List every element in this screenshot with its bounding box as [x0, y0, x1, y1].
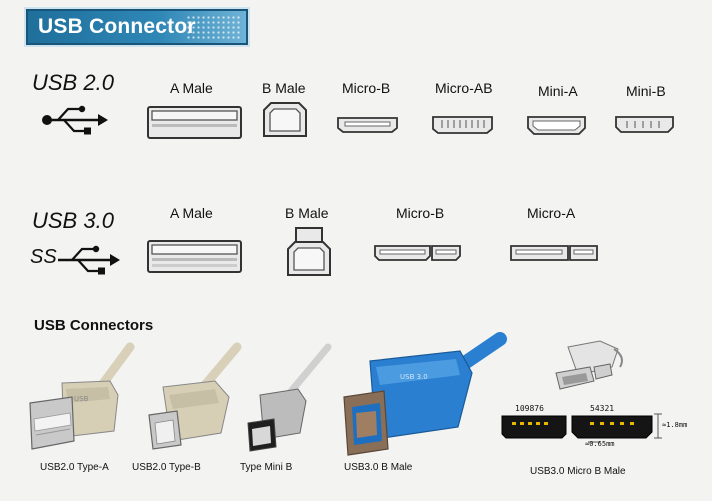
usb2-mini-a-shape: [527, 116, 586, 135]
usb2-label-mini-a: Mini-A: [538, 83, 578, 99]
usb2-type-a-plug-illustration: USB: [29, 342, 135, 450]
usb3-version-label: USB 3.0: [32, 208, 114, 233]
caption-usb2-type-a: USB2.0 Type-A: [40, 462, 109, 473]
svg-text:USB: USB: [74, 395, 89, 403]
usb-superspeed-trident-icon: [58, 245, 120, 275]
usb3-label-micro-b: Micro-B: [396, 205, 445, 221]
pin-numbers-right: 54321: [590, 404, 615, 413]
caption-type-mini-b: Type Mini B: [240, 462, 293, 473]
usb2-type-b-plug-illustration: [148, 342, 242, 450]
usb3-label-a-male: A Male: [170, 205, 213, 221]
usb2-label-b-male: B Male: [262, 80, 306, 96]
usb2-b-male-shape: [263, 102, 307, 137]
usb2-micro-b-shape: [337, 117, 398, 133]
pin-numbers-left: 109876: [515, 404, 544, 413]
usb2-label-micro-b: Micro-B: [342, 80, 391, 96]
usb2-label-micro-ab: Micro-AB: [435, 80, 493, 96]
usb3-label-b-male: B Male: [285, 205, 329, 221]
caption-usb2-type-b: USB2.0 Type-B: [132, 462, 201, 473]
usb3-b-male-shape: [287, 227, 331, 276]
usb3-a-male-shape: [147, 240, 242, 273]
page-title: USB Connector: [38, 15, 196, 38]
usb3-micro-a-shape: [510, 245, 598, 261]
title-banner: USB Connector: [26, 9, 248, 45]
usb2-micro-ab-shape: [432, 116, 493, 134]
usb2-a-male-shape: [147, 106, 242, 139]
caption-usb3-b-male: USB3.0 B Male: [344, 462, 413, 473]
usb3-label-micro-a: Micro-A: [527, 205, 576, 221]
usb3-micro-b-shape: [374, 245, 461, 261]
usb-mini-b-plug-illustration: [247, 343, 332, 452]
usb-trident-icon: [42, 105, 108, 135]
dimension-pitch: ≈0.65mm: [585, 440, 615, 448]
connectors-heading: USB Connectors: [34, 317, 154, 334]
usb3-micro-b-plug-illustration: [555, 340, 623, 390]
superspeed-label: SS: [30, 246, 57, 268]
usb3-b-male-plug-illustration: USB 3.0: [343, 332, 507, 456]
banner-dot-pattern: [186, 15, 242, 39]
usb3-micro-b-pin-diagram: [501, 413, 662, 443]
svg-text:USB 3.0: USB 3.0: [400, 373, 428, 381]
caption-usb3-micro-b-male: USB3.0 Micro B Male: [530, 466, 626, 477]
usb2-label-mini-b: Mini-B: [626, 83, 666, 99]
usb2-label-a-male: A Male: [170, 80, 213, 96]
usb2-mini-b-shape: [615, 116, 674, 133]
dimension-height: ≈1.8mm: [662, 421, 688, 429]
usb2-version-label: USB 2.0: [32, 70, 114, 95]
